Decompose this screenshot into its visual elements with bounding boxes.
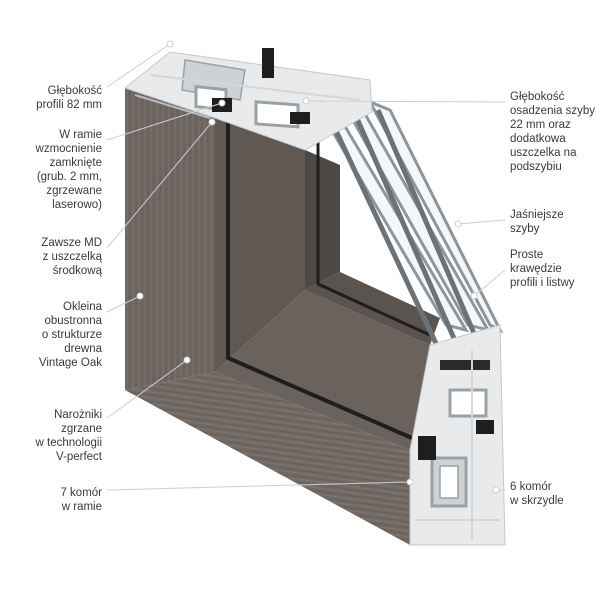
bottom-pvc-section <box>409 324 506 546</box>
frame-horizontal-sill <box>215 290 430 450</box>
leader-lines <box>106 43 506 491</box>
top-pvc-section <box>123 48 373 151</box>
frame-horizontal-face <box>125 372 410 545</box>
center-seal-line <box>226 108 413 440</box>
frame-vertical-jamb <box>215 118 305 372</box>
sash-seal-line <box>316 128 433 338</box>
frame-vertical-face <box>125 88 215 390</box>
leader-dots <box>136 40 500 494</box>
sash-vertical-face <box>305 150 340 290</box>
